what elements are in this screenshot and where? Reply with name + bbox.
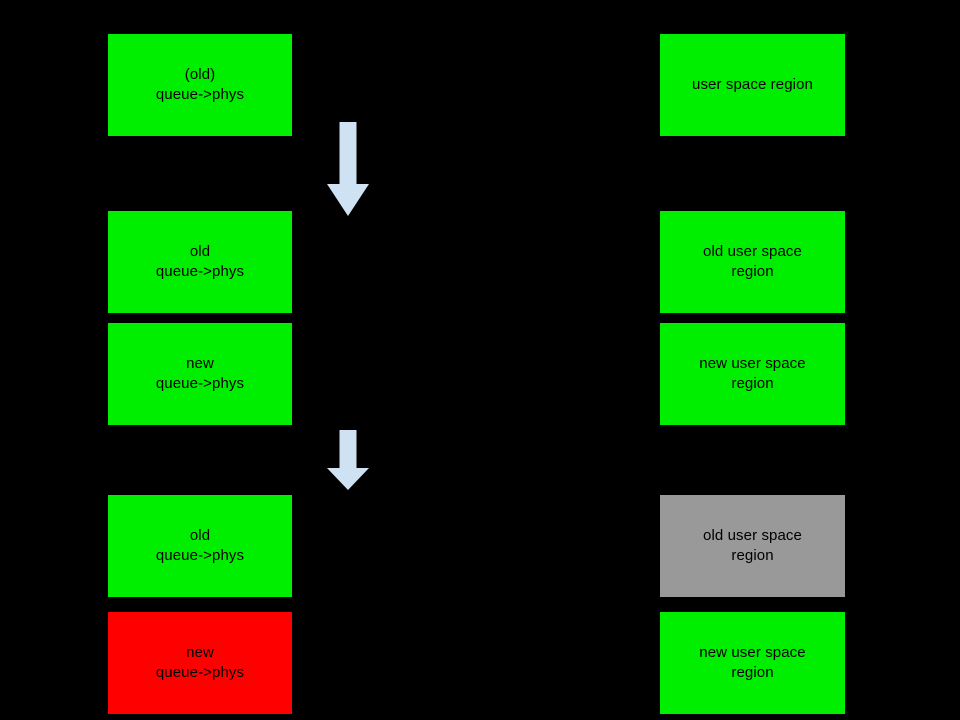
- box-new-user-space-region-allocated: new user space region: [660, 323, 845, 425]
- box-old-user-space-region-freed: old user space region: [660, 495, 845, 597]
- box-old-queue-phys-freed: old queue->phys: [108, 495, 292, 597]
- box-user-space-region-initial: user space region: [660, 34, 845, 136]
- transition-arrow-2-down-arrow-icon: [327, 430, 369, 490]
- box-old-queue-phys-allocated: old queue->phys: [108, 211, 292, 313]
- box-old-user-space-region-allocated: old user space region: [660, 211, 845, 313]
- box-old-queue-phys-initial: (old) queue->phys: [108, 34, 292, 136]
- box-new-queue-phys-allocated: new queue->phys: [108, 323, 292, 425]
- box-new-queue-phys-dangling: new queue->phys: [108, 612, 292, 714]
- box-new-user-space-region-freed: new user space region: [660, 612, 845, 714]
- transition-arrow-1-down-arrow-icon: [327, 122, 369, 216]
